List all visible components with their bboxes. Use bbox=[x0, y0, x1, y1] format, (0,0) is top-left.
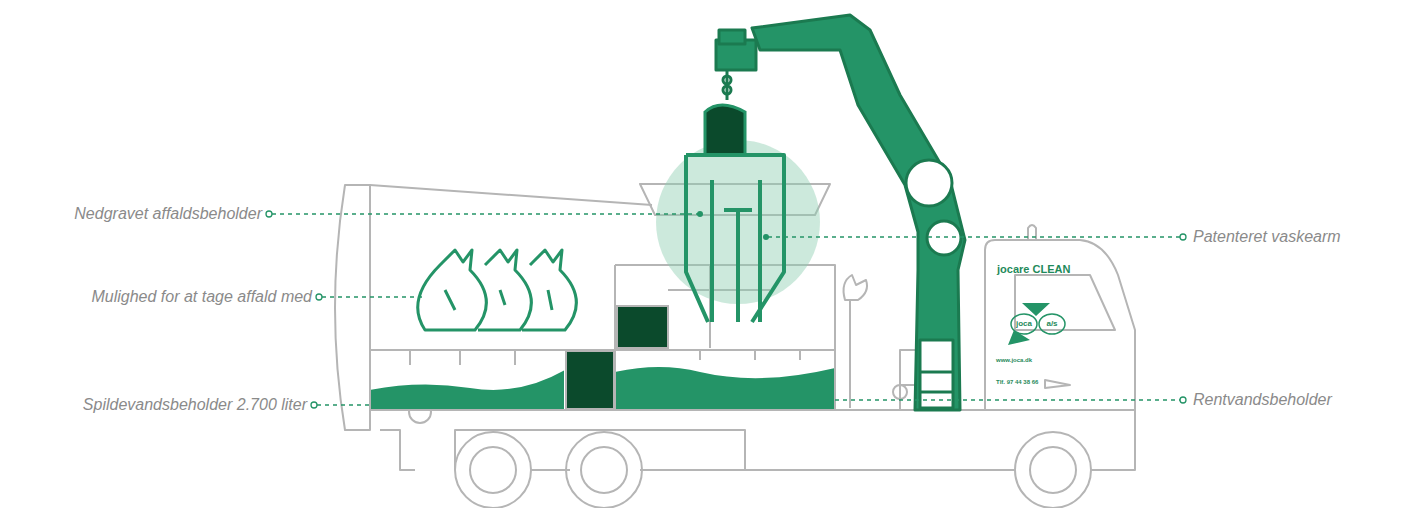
callout-label: Mulighed for at tage affald med bbox=[91, 287, 312, 306]
logo-text: a/s bbox=[1046, 319, 1057, 329]
callout-label: Patenteret vaskearm bbox=[1193, 227, 1341, 246]
cab-brand: jocare CLEAN bbox=[997, 263, 1070, 276]
callout-label: Rentvandsbeholder bbox=[1193, 390, 1332, 409]
cab-phone: Tlf. 97 44 38 66 bbox=[996, 379, 1038, 386]
cab-website: www.joca.dk bbox=[996, 357, 1032, 364]
callout-label: Spildevandsbeholder 2.700 liter bbox=[83, 395, 307, 414]
callout-label: Nedgravet affaldsbeholder bbox=[74, 204, 262, 223]
logo-text: joca bbox=[1016, 319, 1032, 329]
